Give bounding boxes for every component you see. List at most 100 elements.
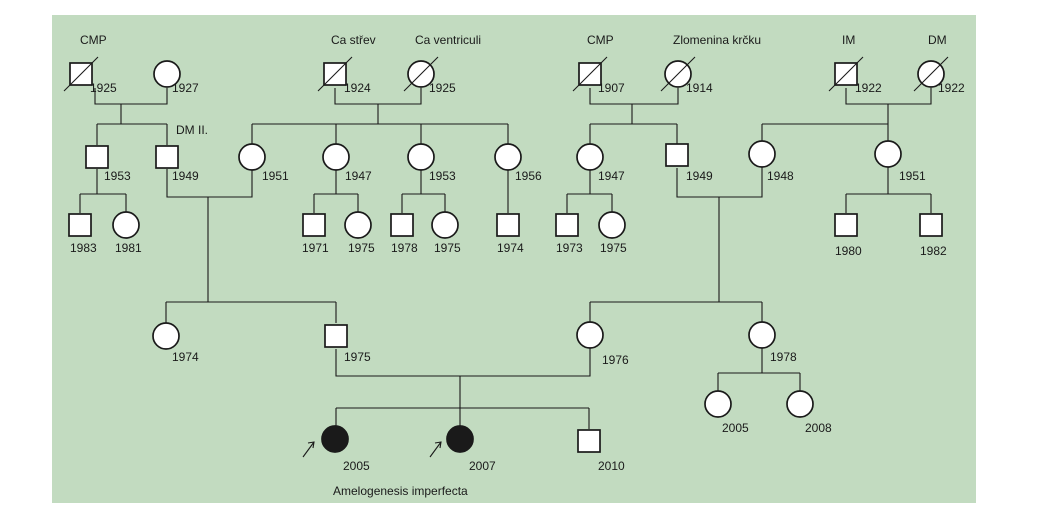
proband-arrow-icon (429, 441, 442, 458)
female-symbol (322, 143, 350, 171)
person-g2c: 1951 (238, 143, 289, 183)
person-label: 1971 (302, 241, 329, 255)
person-label: 1978 (770, 350, 797, 364)
person-g2d: 1947 (322, 143, 372, 183)
female-symbol (748, 321, 776, 349)
female-symbol (704, 390, 732, 418)
person-label: 1974 (172, 350, 199, 364)
person-g2a: 1953 (85, 145, 131, 183)
female-symbol (576, 143, 604, 171)
person-label: 1927 (172, 81, 199, 95)
person-label: 1949 (686, 169, 713, 183)
female-symbol (407, 143, 435, 171)
deceased-slash (660, 56, 696, 92)
person-label: 1980 (835, 244, 862, 258)
person-g5e: 2010 (577, 429, 625, 473)
person-note: DM II. (176, 123, 208, 137)
person-label: 1949 (172, 169, 199, 183)
male-symbol (919, 213, 943, 237)
person-label: 1925 (429, 81, 456, 95)
person-g3j: 1980 (834, 213, 862, 258)
person-g2h: 1949 (665, 143, 713, 183)
deceased-slash (572, 56, 608, 92)
person-note: DM (928, 33, 947, 47)
deceased-slash (828, 56, 864, 92)
diagram-background (52, 15, 976, 503)
person-label: 1975 (600, 241, 627, 255)
person-label: 1978 (391, 241, 418, 255)
person-g2b: 1949 DM II. (155, 123, 208, 183)
person-g5b: 2008 (786, 390, 832, 435)
male-symbol (85, 145, 109, 169)
deceased-slash (403, 56, 439, 92)
person-label: 1983 (70, 241, 97, 255)
female-symbol (431, 211, 459, 239)
person-note: CMP (80, 33, 107, 47)
diagram-caption: Amelogenesis imperfecta (333, 484, 468, 498)
person-label: 1947 (598, 169, 625, 183)
female-symbol (112, 211, 140, 239)
male-symbol (555, 213, 579, 237)
person-g5c: 2005 (321, 425, 370, 473)
female-symbol (874, 140, 902, 168)
person-g3a: 1983 (68, 213, 97, 255)
person-label: 1924 (344, 81, 371, 95)
person-label: 1922 (938, 81, 965, 95)
person-g3e: 1978 (390, 213, 418, 255)
male-symbol (665, 143, 689, 167)
person-label: 1981 (115, 241, 142, 255)
person-label: 1953 (429, 169, 456, 183)
person-g5d: 2007 (446, 425, 496, 473)
female-symbol (344, 211, 372, 239)
person-label: 1973 (556, 241, 583, 255)
person-g3h: 1973 (555, 213, 583, 255)
person-g3c: 1971 (302, 213, 329, 255)
female-symbol (446, 425, 474, 453)
deceased-slash (63, 56, 99, 92)
person-label: 1914 (686, 81, 713, 95)
person-g3b: 1981 (112, 211, 142, 255)
female-symbol (748, 140, 776, 168)
person-label: 2008 (805, 421, 832, 435)
female-symbol (598, 211, 626, 239)
person-label: 1947 (345, 169, 372, 183)
person-g2e: 1953 (407, 143, 456, 183)
person-label: 1975 (434, 241, 461, 255)
person-g5a: 2005 (704, 390, 749, 435)
female-symbol (152, 322, 180, 350)
male-symbol (68, 213, 92, 237)
person-g4d: 1978 (748, 321, 797, 364)
person-g3k: 1982 (919, 213, 947, 258)
female-symbol (238, 143, 266, 171)
person-g2i: 1948 (748, 140, 794, 183)
male-symbol (324, 324, 348, 348)
person-note: Ca střev (331, 33, 376, 47)
person-label: 1976 (602, 353, 629, 367)
pedigree-connectors (79, 88, 932, 429)
female-symbol (576, 321, 604, 349)
person-note: CMP (587, 33, 614, 47)
person-label: 1948 (767, 169, 794, 183)
person-g2j: 1951 (874, 140, 926, 183)
deceased-slash (913, 56, 949, 92)
person-label: 1907 (598, 81, 625, 95)
person-label: 2005 (722, 421, 749, 435)
person-label: 1956 (515, 169, 542, 183)
person-label: 2007 (469, 459, 496, 473)
proband-arrow-icon (302, 441, 315, 458)
person-g1e: 1907 CMP (572, 33, 625, 95)
female-symbol (321, 425, 349, 453)
person-g4a: 1974 (152, 322, 199, 364)
person-g1h: 1922 DM (913, 33, 965, 95)
person-g4c: 1976 (576, 321, 629, 367)
person-g2g: 1947 (576, 143, 625, 183)
person-label: 1975 (348, 241, 375, 255)
person-label: 1951 (262, 169, 289, 183)
person-g3i: 1975 (598, 211, 627, 255)
male-symbol (390, 213, 414, 237)
